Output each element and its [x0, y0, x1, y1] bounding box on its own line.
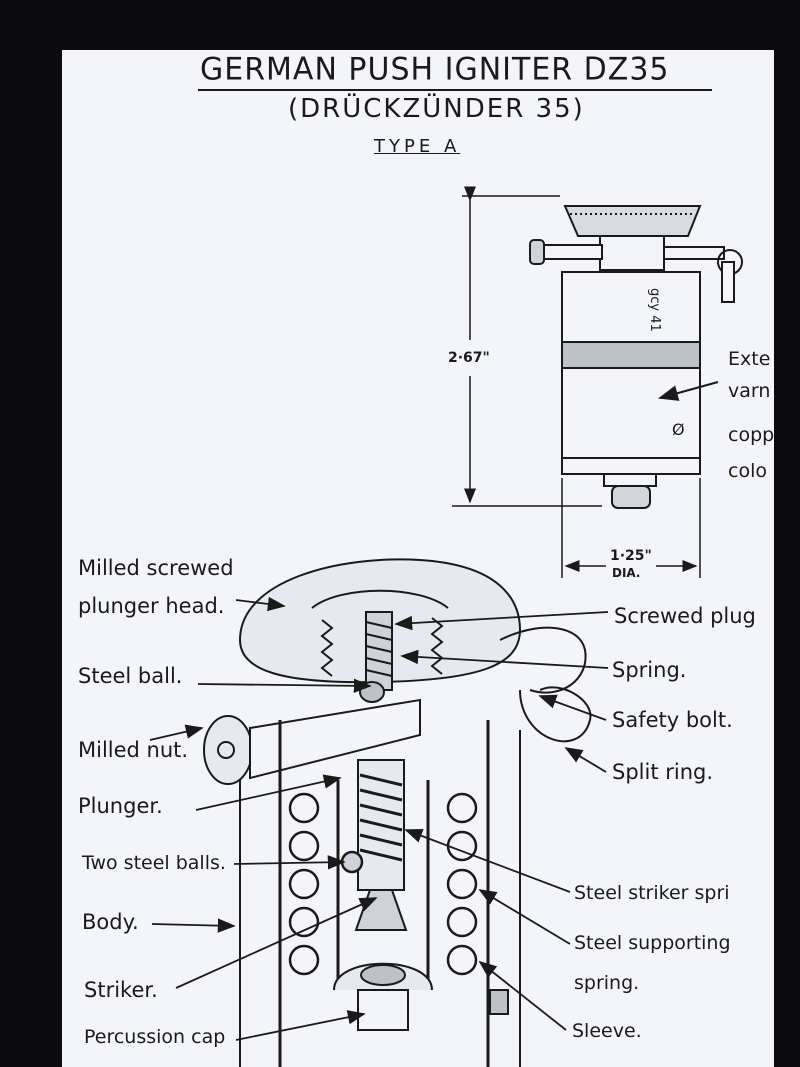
- label-percussion-cap: Percussion cap: [84, 1026, 226, 1048]
- height-dimension: 2·67": [448, 350, 490, 366]
- label-steel-ball: Steel ball.: [78, 664, 183, 688]
- body-code-marking: gcy 41: [647, 288, 662, 332]
- label-two-steel-balls: Two steel balls.: [82, 852, 226, 874]
- diagram-subtitle: (DRÜCKZÜNDER 35): [288, 94, 585, 124]
- diameter-dimension: 1·25": [610, 548, 652, 564]
- external-note-line-4: colo: [728, 460, 767, 482]
- external-view: [452, 186, 743, 578]
- external-body: [561, 271, 701, 475]
- striker: [354, 889, 408, 931]
- label-spring: Spring.: [612, 658, 687, 682]
- label-body: Body.: [82, 910, 139, 934]
- milled-nut: [203, 715, 253, 785]
- label-plunger-head-2: plunger head.: [78, 594, 225, 618]
- body-symbol-marking: Ø: [672, 420, 685, 439]
- leader-lines: [149, 596, 609, 1041]
- sectional-view: [203, 558, 592, 1067]
- label-plunger: Plunger.: [78, 794, 163, 818]
- label-safety-bolt: Safety bolt.: [612, 708, 733, 732]
- label-supporting-spring-1: Steel supporting: [574, 932, 731, 954]
- label-supporting-spring-2: spring.: [574, 972, 640, 994]
- label-milled-nut: Milled nut.: [78, 738, 189, 762]
- plunger-head-top: [563, 205, 702, 237]
- type-label: TYPE A: [374, 136, 461, 157]
- label-plunger-head-1: Milled screwed: [78, 556, 234, 580]
- diameter-unit: DIA.: [612, 566, 641, 580]
- label-split-ring: Split ring.: [612, 760, 714, 784]
- body-outline: [239, 730, 521, 1067]
- label-screwed-plug: Screwed plug: [614, 604, 756, 628]
- external-note-line-2: varn: [728, 380, 771, 402]
- external-note-line-1: Exte: [728, 348, 771, 370]
- diagram-title: GERMAN PUSH IGNITER DZ35: [200, 51, 670, 88]
- label-striker: Striker.: [84, 978, 158, 1002]
- label-striker-spring: Steel striker spri: [574, 882, 730, 904]
- external-note-line-3: copp: [728, 424, 775, 446]
- label-sleeve: Sleeve.: [572, 1020, 642, 1042]
